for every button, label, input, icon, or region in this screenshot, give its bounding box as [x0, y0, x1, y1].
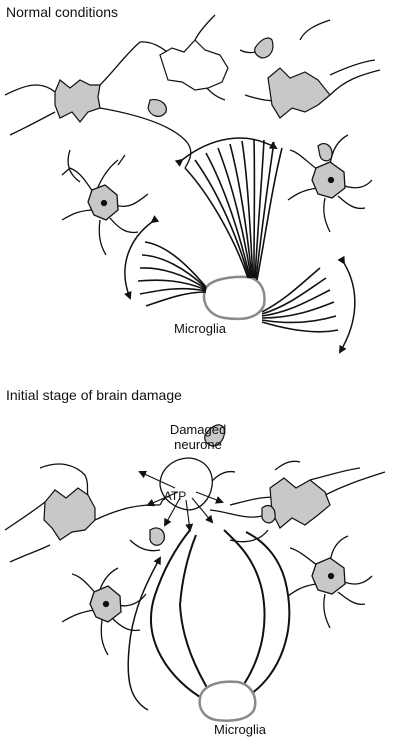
double-arrow-top	[182, 138, 276, 160]
synapse-right	[318, 144, 332, 161]
synapse-damaged-right	[262, 506, 275, 523]
processes-fan-up	[185, 140, 282, 280]
microglia-body	[204, 277, 264, 319]
neurone-left-damage	[44, 488, 95, 540]
synapse-damaged-left	[150, 528, 164, 545]
neurone-top-middle	[160, 40, 228, 90]
neurone-left	[55, 80, 100, 122]
damaged-neurone-label: Damaged neurone	[148, 422, 248, 452]
double-arrow-right	[340, 263, 355, 352]
neurone-right-damage	[270, 478, 330, 528]
double-arrow-left	[125, 222, 152, 298]
arrow-left-migration	[128, 558, 160, 710]
astrocyte-right-damage	[288, 536, 372, 628]
synapse-middle	[148, 100, 166, 117]
microglia-label-normal: Microglia	[160, 321, 240, 336]
synapse-top	[255, 38, 273, 58]
neurone-top-right	[268, 68, 330, 118]
microglia-label-damage: Microglia	[200, 722, 280, 737]
astrocyte-left-damage	[62, 568, 146, 655]
atp-label: ATP	[155, 489, 195, 504]
processes-fan-left	[138, 242, 206, 306]
microglia-migration-processes	[151, 530, 289, 700]
microglia-body-damage	[200, 682, 256, 721]
processes-fan-right	[262, 268, 338, 332]
